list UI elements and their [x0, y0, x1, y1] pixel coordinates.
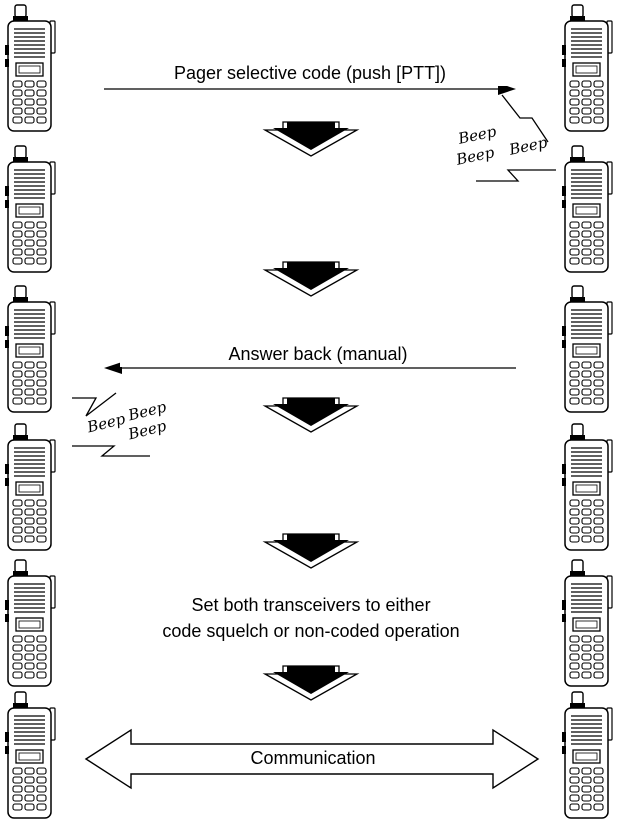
right-radio-6 — [561, 691, 613, 819]
left-radio-2 — [4, 145, 56, 273]
signal-zigzag-top-right — [501, 94, 549, 143]
signal-zigzag-lower-left — [72, 445, 150, 457]
signal-zigzag-upper-left — [72, 392, 117, 417]
step-arrow-3 — [264, 397, 358, 433]
right-radio-2 — [561, 145, 613, 273]
step-arrow-2 — [264, 261, 358, 297]
right-radio-1 — [561, 4, 613, 132]
left-radio-4 — [4, 423, 56, 551]
pager-code-label: Pager selective code (push [PTT]) — [104, 61, 516, 86]
right-radio-5 — [561, 559, 613, 687]
right-radio-3 — [561, 285, 613, 413]
communication-label: Communication — [250, 748, 376, 768]
answer-back-arrow — [104, 362, 516, 374]
signal-zigzag-lower-right — [476, 169, 556, 182]
left-radio-6 — [4, 691, 56, 819]
pager-code-arrow — [104, 83, 516, 95]
left-radio-1 — [4, 4, 56, 132]
communication-double-arrow — [84, 728, 540, 790]
step-arrow-5 — [264, 665, 358, 701]
left-radio-5 — [4, 559, 56, 687]
set-both-label-line1: Set both transceivers to either — [90, 593, 532, 618]
set-both-label-line2: code squelch or non-coded operation — [90, 619, 532, 644]
right-radio-4 — [561, 423, 613, 551]
answer-back-label: Answer back (manual) — [120, 342, 516, 367]
step-arrow-4 — [264, 533, 358, 569]
step-arrow-1 — [264, 121, 358, 157]
left-radio-3 — [4, 285, 56, 413]
